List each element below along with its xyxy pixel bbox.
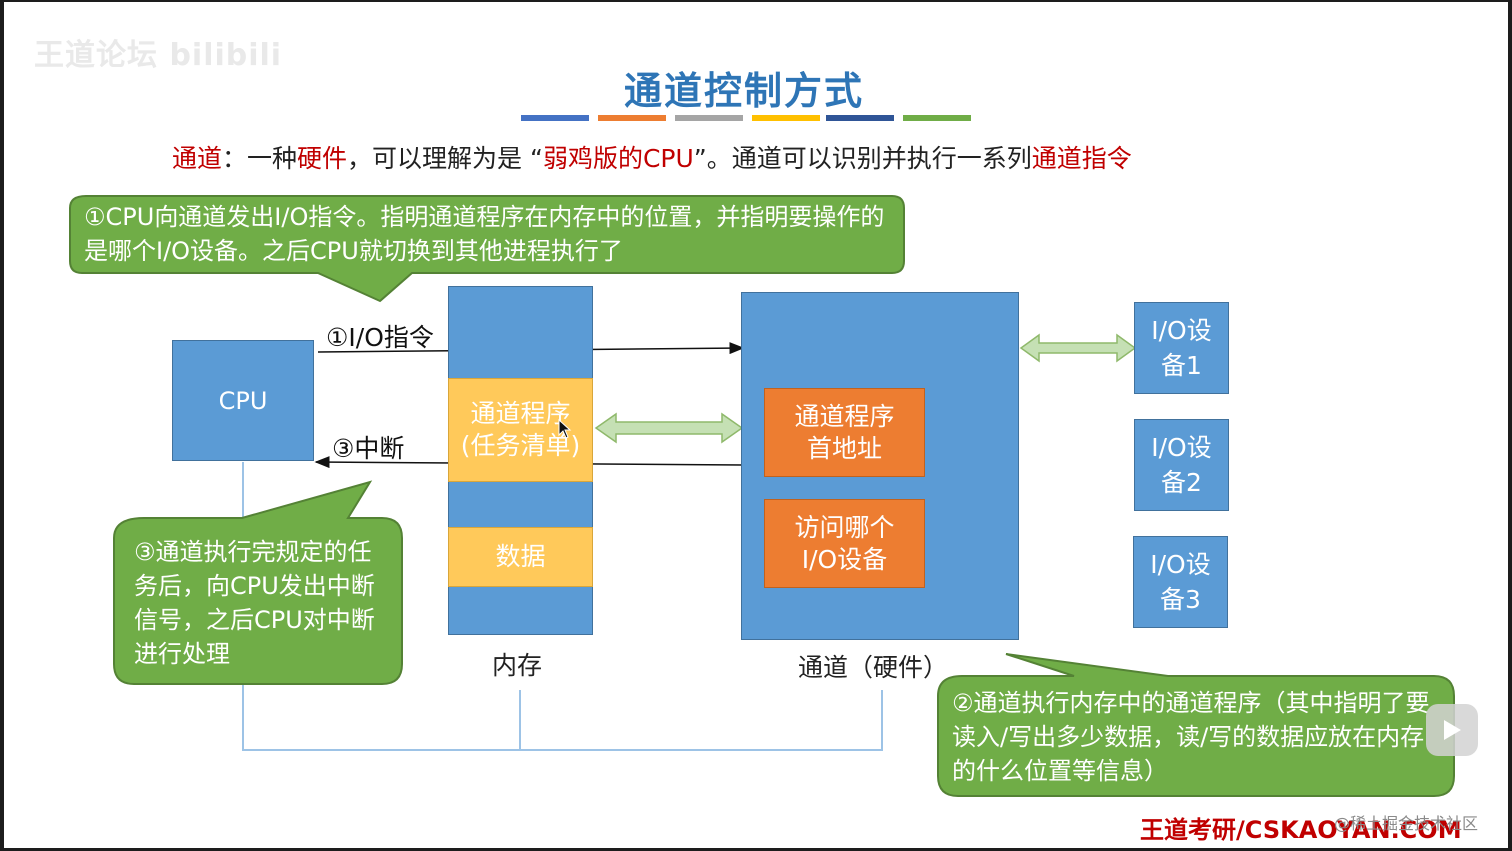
memory-channel-program: 通道程序 (任务清单) xyxy=(448,378,593,482)
title-bar-1 xyxy=(521,115,589,121)
intro-term-weak-cpu: 弱鸡版的CPU xyxy=(542,144,694,173)
memory-channel-double-arrow xyxy=(594,412,744,444)
io-device-2: I/O设 备2 xyxy=(1134,419,1229,511)
play-icon xyxy=(1444,720,1461,740)
callout-step2-text: ②通道执行内存中的通道程序（其中指明了要读入/写出多少数据，读/写的数据应放在内… xyxy=(952,689,1430,785)
title-bar-2 xyxy=(598,115,666,121)
intro-text: 通道：一种硬件，可以理解为是 “弱鸡版的CPU”。通道可以识别并执行一系列通道指… xyxy=(172,144,1132,173)
channel-caption: 通道（硬件） xyxy=(798,653,949,682)
channel-device-double-arrow xyxy=(1019,333,1137,363)
play-button[interactable] xyxy=(1426,704,1478,756)
callout-step3-shape xyxy=(113,480,403,685)
io-device-1: I/O设 备1 xyxy=(1134,302,1229,394)
intro-term-channel-instructions: 通道指令 xyxy=(1031,144,1132,173)
io-device-3: I/O设 备3 xyxy=(1133,536,1228,628)
channel-start-address: 通道程序 首地址 xyxy=(764,388,925,477)
diagram-lines xyxy=(69,195,1455,797)
footer-brand: 王道考研/CSKAOYAN.COM xyxy=(1140,816,1462,844)
memory-data: 数据 xyxy=(448,527,593,587)
callout-step1-shape xyxy=(69,195,905,303)
callout-step2-shape xyxy=(937,653,1455,797)
intro-term-channel: 通道 xyxy=(172,144,223,173)
title-bar-4 xyxy=(752,115,820,121)
corner-watermark: @稀土掘金技术社区 xyxy=(1334,814,1479,833)
channel-which-device: 访问哪个 I/O设备 xyxy=(764,499,925,588)
callout-step3-text: ③通道执行完规定的任务后，向CPU发出中断信号，之后CPU对中断进行处理 xyxy=(134,538,375,668)
title-bar-3 xyxy=(675,115,743,121)
slide-title: 通道控制方式 xyxy=(623,69,864,113)
slide: 王道论坛 bilibili 通道控制方式 通道：一种硬件，可以理解为是 “弱鸡版… xyxy=(4,2,1508,848)
memory-caption: 内存 xyxy=(492,651,543,680)
io-instruction-label: ①I/O指令 xyxy=(326,323,434,352)
callout-step1-text: ①CPU向通道发出I/O指令。指明通道程序在内存中的位置，并指明要操作的是哪个I… xyxy=(84,203,885,265)
intro-term-hardware: 硬件 xyxy=(297,144,348,173)
mouse-cursor-icon xyxy=(558,419,572,439)
title-bar-6 xyxy=(903,115,971,121)
watermark: 王道论坛 bilibili xyxy=(34,38,283,73)
cpu-box: CPU xyxy=(172,340,314,461)
title-bar-5 xyxy=(826,115,894,121)
interrupt-label: ③中断 xyxy=(332,434,405,463)
